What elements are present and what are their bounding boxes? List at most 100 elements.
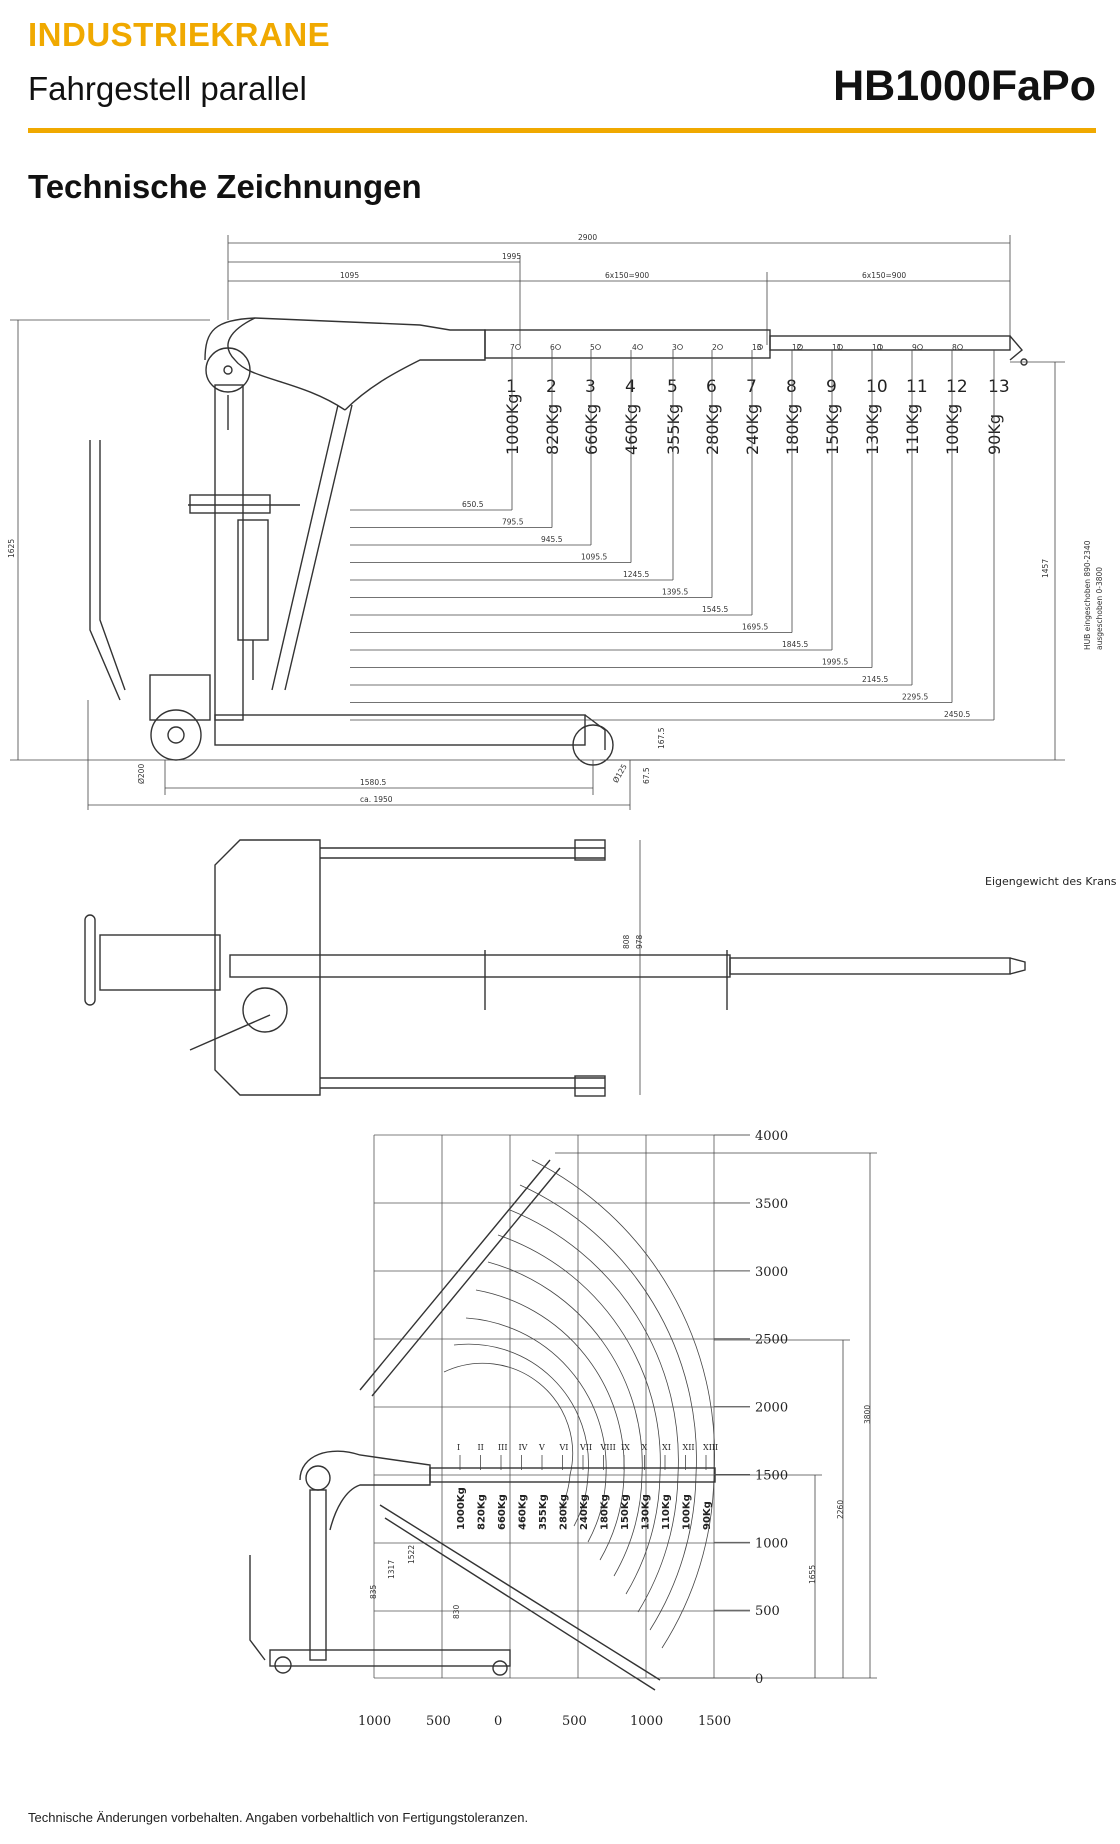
boom-mark-hole <box>637 344 643 350</box>
roman-label: VIII <box>600 1443 616 1452</box>
y-tick-label: 0 <box>755 1672 763 1687</box>
dim-hub2: ausgeschoben 0-3800 <box>1095 567 1104 650</box>
roman-label: XI <box>662 1443 671 1452</box>
reach-dim: 1695.5 <box>742 623 768 632</box>
chart-load-label: 820Kg <box>477 1494 488 1530</box>
model-name: HB1000FaPo <box>833 62 1096 110</box>
roman-label: III <box>498 1443 507 1452</box>
y-tick-label: 2000 <box>755 1401 788 1416</box>
position-load: 130Kg <box>863 404 882 455</box>
boom-mark-hole <box>677 344 683 350</box>
boom-mark-label: 11 <box>832 343 842 352</box>
load-chart-grid: 1655 2260 3800 830 1522 1317 835 <box>249 1134 877 1691</box>
roman-label: VI <box>559 1443 569 1452</box>
boom-mark-hole <box>757 344 763 350</box>
chart-dim-f: 1317 <box>387 1560 396 1579</box>
position-number: 2 <box>546 377 557 397</box>
position-number: 9 <box>826 377 837 397</box>
chart-dim-e: 1522 <box>407 1545 416 1564</box>
subtitle: Fahrgestell parallel <box>28 70 307 107</box>
boom-mark-label: 5 <box>590 343 595 352</box>
dim-h1: 167.5 <box>657 727 666 749</box>
reach-dim: 2295.5 <box>902 693 928 702</box>
reach-dim: 945.5 <box>541 535 563 544</box>
load-positions: 11000Kg650.52820Kg795.53660Kg945.54460Kg… <box>350 350 1010 721</box>
chart-load-label: 90Kg <box>702 1501 713 1530</box>
position-load: 460Kg <box>622 404 641 455</box>
x-tick-label: 1500 <box>698 1714 731 1729</box>
dim-mid: 1995 <box>502 252 521 261</box>
footer-disclaimer: Technische Änderungen vorbehalten. Angab… <box>28 1810 529 1825</box>
chart-dim-b: 2260 <box>836 1500 845 1519</box>
boom-mark-label: 7 <box>510 343 515 352</box>
chart-load-label: 100Kg <box>682 1494 693 1530</box>
reach-dim: 1395.5 <box>662 588 688 597</box>
dim-total: 2900 <box>578 233 597 242</box>
reach-dim: 1845.5 <box>782 640 808 649</box>
side-view-drawing: 2900 1995 1095 6x150=900 6x150=900 <box>7 233 1104 810</box>
position-load: 180Kg <box>783 404 802 455</box>
reach-dim: 2450.5 <box>944 710 970 719</box>
weight-note: Eigengewicht des Krans <box>985 875 1117 888</box>
x-tick-label: 500 <box>562 1714 587 1729</box>
position-number: 7 <box>746 377 757 397</box>
boom-mark-hole <box>957 344 963 350</box>
chart-load-label: 110Kg <box>661 1494 672 1530</box>
y-tick-label: 3000 <box>755 1265 788 1280</box>
dim-width-2: 978 <box>635 934 644 949</box>
reach-dim: 650.5 <box>462 500 484 509</box>
boom-mark-hole <box>555 344 561 350</box>
position-number: 11 <box>906 377 928 397</box>
boom-mark-label: 12 <box>792 343 802 352</box>
chart-dim-c: 3800 <box>863 1405 872 1424</box>
dim-wheel-right: Ø125 <box>611 762 629 784</box>
dim-h2: 67.5 <box>642 767 651 784</box>
reach-dim: 1245.5 <box>623 570 649 579</box>
chart-roman-positions: I1000KgII820KgIII660KgIV460KgV355KgVI280… <box>456 1443 718 1530</box>
roman-label: IX <box>621 1443 630 1452</box>
chart-load-label: 355Kg <box>538 1494 549 1530</box>
dim-height-right: 1457 <box>1041 559 1050 578</box>
position-load: 240Kg <box>743 404 762 455</box>
roman-label: V <box>538 1443 545 1452</box>
dim-left: 1095 <box>340 271 359 280</box>
position-load: 820Kg <box>543 404 562 455</box>
top-view-drawing: 808 978 Eigengewicht des Krans <box>84 839 1117 1097</box>
chart-load-label: 130Kg <box>641 1494 652 1530</box>
boom-mark-hole <box>595 344 601 350</box>
chart-load-label: 280Kg <box>559 1494 570 1530</box>
boom-mark-hole <box>917 344 923 350</box>
boom-mark-hole <box>515 344 521 350</box>
reach-dim: 1095.5 <box>581 553 607 562</box>
roman-label: IV <box>519 1443 528 1452</box>
boom-mark-label: 2 <box>712 343 717 352</box>
boom-mark-label: 6 <box>550 343 555 352</box>
dim-hub: HUB eingeschoben 890-2340 <box>1083 540 1092 650</box>
boom-mark-hole <box>797 344 803 350</box>
y-tick-label: 500 <box>755 1604 780 1619</box>
y-tick-label: 4000 <box>755 1129 788 1144</box>
boom-mark-label: 3 <box>672 343 677 352</box>
x-tick-label: 500 <box>426 1714 451 1729</box>
x-tick-label: 1000 <box>630 1714 663 1729</box>
position-number: 3 <box>585 377 596 397</box>
dim-height: 1625 <box>7 539 16 558</box>
roman-label: XIII <box>703 1443 718 1452</box>
y-tick-label: 1500 <box>755 1468 788 1483</box>
position-number: 12 <box>946 377 968 397</box>
boom-mark-label: 13 <box>752 343 762 352</box>
dim-seg2: 6x150=900 <box>862 271 906 280</box>
chart-dim-a: 1655 <box>808 1565 817 1584</box>
boom-mark-label: 10 <box>872 343 882 352</box>
position-load: 660Kg <box>582 404 601 455</box>
roman-label: XII <box>683 1443 695 1452</box>
chart-dim-g: 835 <box>369 1584 378 1599</box>
position-load: 90Kg <box>985 414 1004 455</box>
y-tick-label: 3500 <box>755 1197 788 1212</box>
position-load: 1000Kg <box>503 394 522 455</box>
dim-seg1: 6x150=900 <box>605 271 649 280</box>
position-number: 6 <box>706 377 717 397</box>
